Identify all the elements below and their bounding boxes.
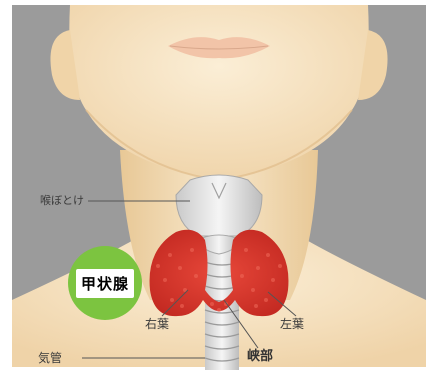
trachea-label: 気管: [38, 352, 62, 364]
thyroid-badge-label: 甲状腺: [76, 269, 134, 298]
isthmus-label: 峡部: [247, 350, 273, 363]
left-lobe-label: 左葉: [280, 318, 304, 330]
thyroid-badge: 甲状腺: [68, 246, 142, 320]
right-lobe-label: 右葉: [145, 318, 169, 330]
adams-apple-label: 喉ぼとけ: [40, 195, 84, 206]
